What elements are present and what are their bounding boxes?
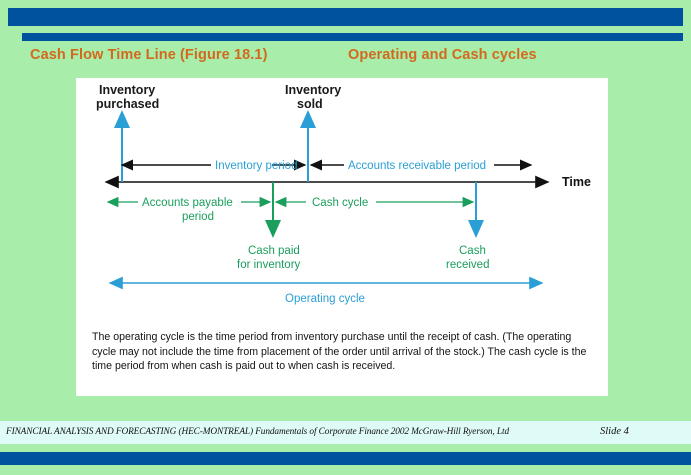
bottom-accent-bar [0, 452, 691, 465]
inventory-purchased-label-line1: Inventory [99, 83, 155, 97]
cash-cycle-label: Cash cycle [312, 197, 368, 209]
figure-panel: Time Inventory purchased Inventory sold … [76, 78, 608, 396]
cash-paid-label-line1: Cash paid [248, 245, 300, 257]
operating-cycle-label: Operating cycle [285, 293, 365, 305]
accounts-payable-period-label-line1: Accounts payable [142, 197, 233, 209]
cash-received-label-line2: received [446, 259, 489, 271]
time-axis-label: Time [562, 175, 591, 189]
cash-flow-time-line-diagram: Time Inventory purchased Inventory sold … [96, 83, 591, 305]
cash-paid-label-line2: for inventory [237, 259, 301, 271]
cash-received-label-line1: Cash [459, 245, 486, 257]
footer-slide-number: Slide 4 [600, 426, 629, 437]
inventory-period-label: Inventory period [215, 160, 297, 172]
accounts-receivable-period-label: Accounts receivable period [348, 160, 486, 172]
footer-credit: FINANCIAL ANALYSIS AND FORECASTING (HEC-… [6, 427, 510, 437]
page-title-right: Operating and Cash cycles [348, 47, 537, 63]
inventory-sold-label-line1: Inventory [285, 83, 341, 97]
top-accent-bar-primary [8, 8, 683, 26]
top-accent-bar-secondary [22, 33, 683, 41]
page-title-left: Cash Flow Time Line (Figure 18.1) [30, 47, 268, 63]
accounts-payable-period-label-line2: period [182, 211, 214, 223]
inventory-sold-label-line2: sold [297, 97, 323, 111]
footer-band [0, 421, 691, 444]
inventory-purchased-label-line2: purchased [96, 97, 159, 111]
figure-caption: The operating cycle is the time period f… [92, 331, 587, 372]
